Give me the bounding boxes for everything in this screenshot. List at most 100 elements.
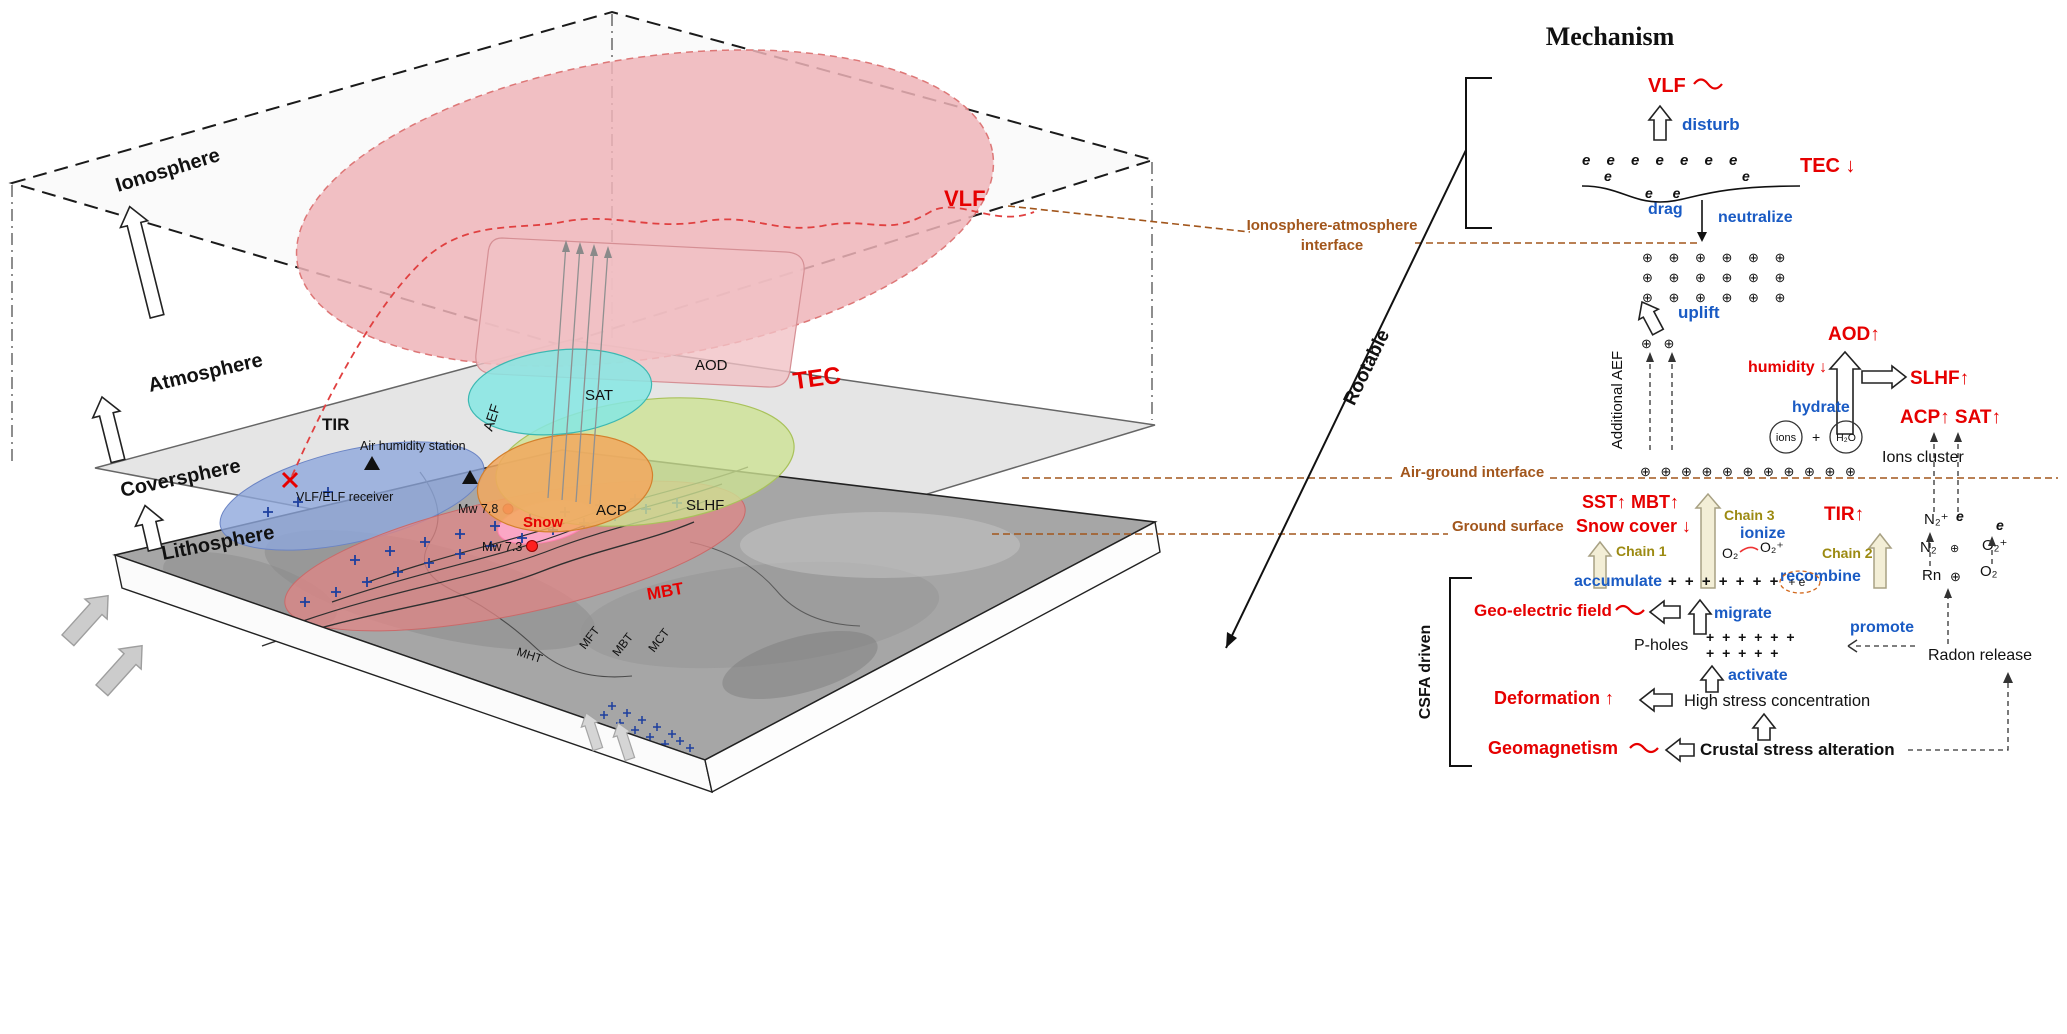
sst-mbt-label: SST↑ MBT↑ [1582,492,1679,512]
snow-label: Snow [523,514,563,531]
o2-label: O₂ [1722,545,1738,561]
ionize-label: ionize [1740,525,1785,542]
ions-circle-icon [1769,420,1803,454]
vlf-path-curve [291,206,1035,477]
chain2-label: Chain 2 [1822,545,1873,561]
drag-arrowhead [1697,232,1707,242]
tir-up-label: TIR↑ [1824,504,1864,525]
stress-up-arrow-icon [1751,712,1777,741]
geomagnetism-wave-icon [1629,742,1659,754]
dash-arrowhead [1944,588,1952,598]
hydrate-label: hydrate [1792,399,1850,416]
deformation-label: Deformation ↑ [1494,688,1614,708]
electron: e [1604,168,1612,184]
lithosphere-face-right [704,520,1161,794]
disturb-arrow-icon [1647,104,1673,141]
terrain-patch [740,512,1020,578]
aef-ion-pair: ⊕ ⊕ [1641,336,1678,351]
p-holes-plus-row2: + + + + + [1706,645,1780,661]
mw78-label: Mw 7.8 [458,502,498,516]
electron-depletion-curve [1581,185,1801,203]
slhf-arrow-icon [1861,364,1908,390]
plus-e-minus-label: + e⁻ [1788,575,1811,589]
p-holes-label: P-holes [1634,637,1688,654]
migrate-label: migrate [1714,605,1772,622]
geo-electric-label: Geo-electric field [1474,601,1612,620]
recombine-label: recombine [1780,568,1861,585]
dash-arrowhead [2003,672,2013,683]
dash-arrowhead [1930,432,1938,442]
aef-up-arrowhead [1646,352,1654,362]
epicenter-mw73 [526,540,538,552]
rootable-arrowhead [1226,632,1237,648]
deformation-arrow-icon [1638,687,1673,713]
electron-row: e e e e e e e [1582,152,1743,169]
seismicity-cluster [600,702,694,752]
electron-label: e [1996,517,2004,533]
iono-atmo-interface-label1: Ionosphere-atmosphere [1247,217,1418,234]
geomagnetism-label: Geomagnetism [1488,738,1618,758]
plus-sign: + [1812,429,1820,445]
h2o-circle-icon [1829,420,1863,454]
reaction-ion-icon: ⊕ [1950,543,1959,555]
chain3-label: Chain 3 [1724,507,1775,523]
iono-atmo-interface-label2: interface [1301,237,1364,254]
aef-arrowheads [562,240,612,258]
layer-arrow-icon [134,504,165,552]
receiver-x-icon [281,471,299,489]
accumulate-label: accumulate [1574,573,1662,590]
terrain-patch [722,630,878,700]
crustal-stress-label: Crustal stress alteration [1700,740,1895,759]
ion-row: ⊕ ⊕ ⊕ ⊕ ⊕ ⊕ [1642,250,1791,265]
aef-dashed-arrows [1649,358,1673,450]
neutralize-label: neutralize [1718,209,1793,226]
electron-dip: e e [1645,185,1688,201]
n2-label: N₂ [1920,539,1937,556]
label-plate [1448,517,1562,536]
csfa-driven-label: CSFA driven [1417,625,1434,720]
mechanism-flowchart: Mechanism Rootable VLF disturb e e e e e… [1225,22,2032,767]
mechanism-title: Mechanism [1546,22,1675,51]
mech-vlf-label: VLF [1648,75,1686,97]
n2-plus-label: N₂⁺ [1924,511,1949,528]
ion-row: ⊕ ⊕ ⊕ ⊕ ⊕ ⊕ [1642,270,1791,285]
p-holes-plus-row1: + + + + + + [1706,629,1797,645]
activate-arrow-icon [1699,664,1725,693]
vlf-label: VLF [944,186,986,211]
high-stress-label: High stress concentration [1684,692,1870,710]
coversphere-map [112,441,1158,761]
aef-field-lines [547,243,609,505]
acp-sat-label: ACP↑ SAT↑ [1900,407,2001,428]
uplift-arrow-icon [1637,300,1665,336]
radon-release-label: Radon release [1928,647,2032,664]
humidity-label: humidity ↓ [1748,359,1827,376]
dash-arrowhead [1926,532,1934,542]
to-acp-sat-dash [1933,438,1959,512]
geo-electric-arrow-icon [1648,599,1681,625]
geo-electric-wave-icon [1615,604,1645,616]
drag-label: drag [1648,201,1683,218]
layer-arrow-icon [91,395,126,464]
ground-surface-label: Ground surface [1452,518,1564,535]
layered-earth-model: Ionosphere Atmosphere Coversphere Lithos… [8,10,1161,794]
label-plate [1396,462,1546,482]
csfa-bracket [1449,577,1472,767]
uplift-label: uplift [1678,303,1720,322]
rn-label: Rn [1922,567,1941,584]
station-triangle-icon [364,456,380,470]
tectonic-arrow-icon [612,721,636,762]
chain1-arrow-icon [1587,540,1613,589]
iono-atmo-connector [1007,205,1251,233]
dash-arrowhead [1954,432,1962,442]
slhf-up-label: SLHF↑ [1910,368,1969,389]
h2o-circle-label: H₂O [1836,432,1856,444]
tectonic-arrow-icon [94,644,143,697]
air-ground-interface-label: Air-ground interface [1400,464,1544,481]
additional-aef-label: Additional AEF [1609,351,1626,449]
ion-row: ⊕ ⊕ ⊕ ⊕ ⊕ ⊕ [1642,290,1791,305]
air-humidity-station-label: Air humidity station [360,439,466,453]
chain3-arrow-icon [1694,492,1722,589]
rootable-line [1225,149,1467,649]
border-contour [689,541,861,627]
